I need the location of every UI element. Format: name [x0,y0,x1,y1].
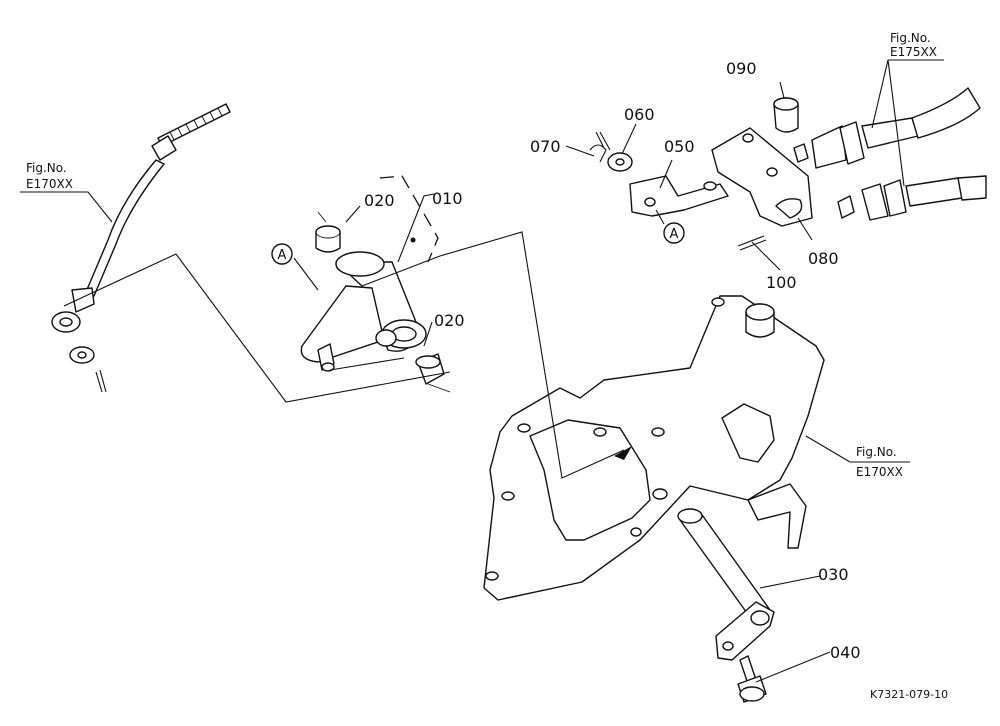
label-010: 010 [432,189,463,208]
label-020-upper: 020 [364,191,395,210]
fig-ref-top: Fig.No. E175XX [890,31,937,59]
label-100: 100 [766,273,797,292]
top-right-assembly [589,87,987,251]
svg-text:A: A [278,248,287,263]
label-030: 030 [818,565,849,584]
svg-text:E170XX: E170XX [26,177,73,191]
label-020-lower: 020 [434,311,465,330]
marker-a-right: A [663,222,685,244]
label-040: 040 [830,643,861,662]
svg-text:Fig.No.: Fig.No. [890,31,931,45]
label-070: 070 [530,137,561,156]
svg-text:Fig.No.: Fig.No. [26,161,67,175]
left-rod-assembly [51,103,231,393]
svg-text:E175XX: E175XX [890,45,937,59]
bolt-040 [737,655,767,703]
shaft-030 [677,508,775,661]
label-090: 090 [726,59,757,78]
label-050: 050 [664,137,695,156]
drawing-code: K7321-079-10 [870,688,948,701]
label-080: 080 [808,249,839,268]
fig-ref-right: Fig.No. E170XX [856,445,903,479]
svg-text:Fig.No.: Fig.No. [856,445,897,459]
svg-text:E170XX: E170XX [856,465,903,479]
marker-a-left: A [271,243,293,265]
direction-arrow [614,446,632,460]
leader-lines [20,59,944,683]
label-060: 060 [624,105,655,124]
bracket-plate [483,295,825,601]
pedal-arm-010 [300,211,451,393]
svg-text:A: A [670,227,679,242]
fig-ref-left: Fig.No. E170XX [26,161,73,191]
